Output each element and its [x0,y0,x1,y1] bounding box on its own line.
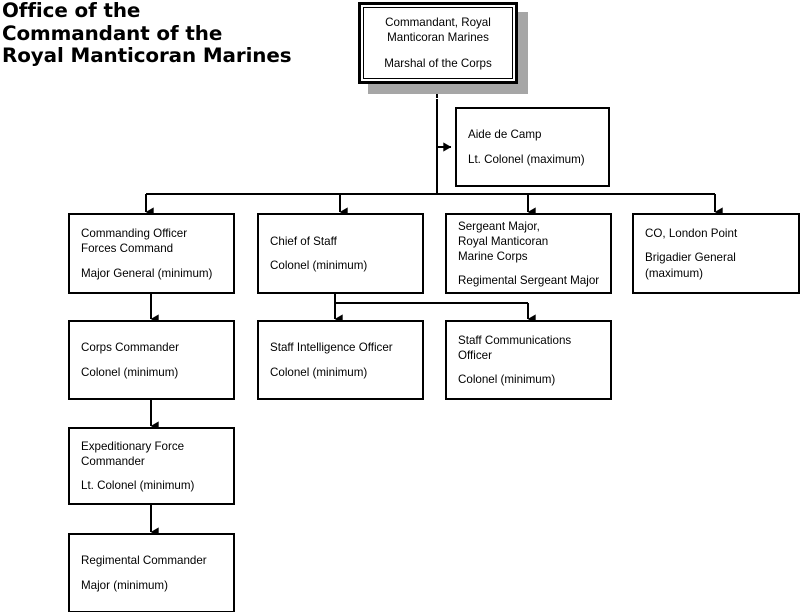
corps-commander-rank: Colonel (minimum) [81,365,179,379]
node-chief-of-staff[interactable]: Chief of Staff Colonel (minimum) [257,213,424,294]
sergeant-major-title: Sergeant Major, Royal Manticoran Marine … [458,219,549,263]
commandant-rank: Marshal of the Corps [384,56,492,70]
staff-intelligence-title: Staff Intelligence Officer [270,341,393,355]
node-staff-communications-officer[interactable]: Staff Communications Officer Colonel (mi… [445,320,612,400]
forces-command-title: Commanding Officer Forces Command [81,227,188,256]
node-sergeant-major[interactable]: Sergeant Major, Royal Manticoran Marine … [445,213,612,294]
london-point-title: CO, London Point [645,227,738,241]
expeditionary-force-title: Expeditionary Force Commander [81,439,185,468]
sergeant-major-rank: Regimental Sergeant Major [458,274,600,288]
node-forces-command[interactable]: Commanding Officer Forces Command Major … [68,213,235,294]
staff-intelligence-rank: Colonel (minimum) [270,365,368,379]
corps-commander-title: Corps Commander [81,341,179,355]
node-co-london-point[interactable]: CO, London Point Brigadier General (maxi… [632,213,800,294]
chief-of-staff-rank: Colonel (minimum) [270,259,368,272]
node-regimental-commander[interactable]: Regimental Commander Major (minimum) [68,533,235,612]
chief-of-staff-title: Chief of Staff [270,234,337,248]
node-expeditionary-force-commander[interactable]: Expeditionary Force Commander Lt. Colone… [68,427,235,505]
aide-rank: Lt. Colonel (maximum) [468,152,585,166]
forces-command-rank: Major General (minimum) [81,266,213,280]
expeditionary-force-rank: Lt. Colonel (minimum) [81,479,195,493]
page-title: Office of the Commandant of the Royal Ma… [2,0,292,67]
london-point-rank: Brigadier General (maximum) [645,251,736,280]
node-staff-intelligence-officer[interactable]: Staff Intelligence Officer Colonel (mini… [257,320,424,400]
node-commandant[interactable]: Commandant, Royal Manticoran Marines Mar… [358,2,518,84]
node-corps-commander[interactable]: Corps Commander Colonel (minimum) [68,320,235,400]
regimental-commander-title: Regimental Commander [81,554,207,568]
commandant-title: Commandant, Royal Manticoran Marines [385,16,491,45]
node-aide-de-camp[interactable]: Aide de Camp Lt. Colonel (maximum) [455,107,610,187]
staff-communications-title: Staff Communications Officer [458,333,572,362]
aide-title: Aide de Camp [468,128,542,142]
commandant-inner-frame: Commandant, Royal Manticoran Marines Mar… [363,7,513,79]
staff-communications-rank: Colonel (minimum) [458,373,556,387]
regimental-commander-rank: Major (minimum) [81,578,168,592]
